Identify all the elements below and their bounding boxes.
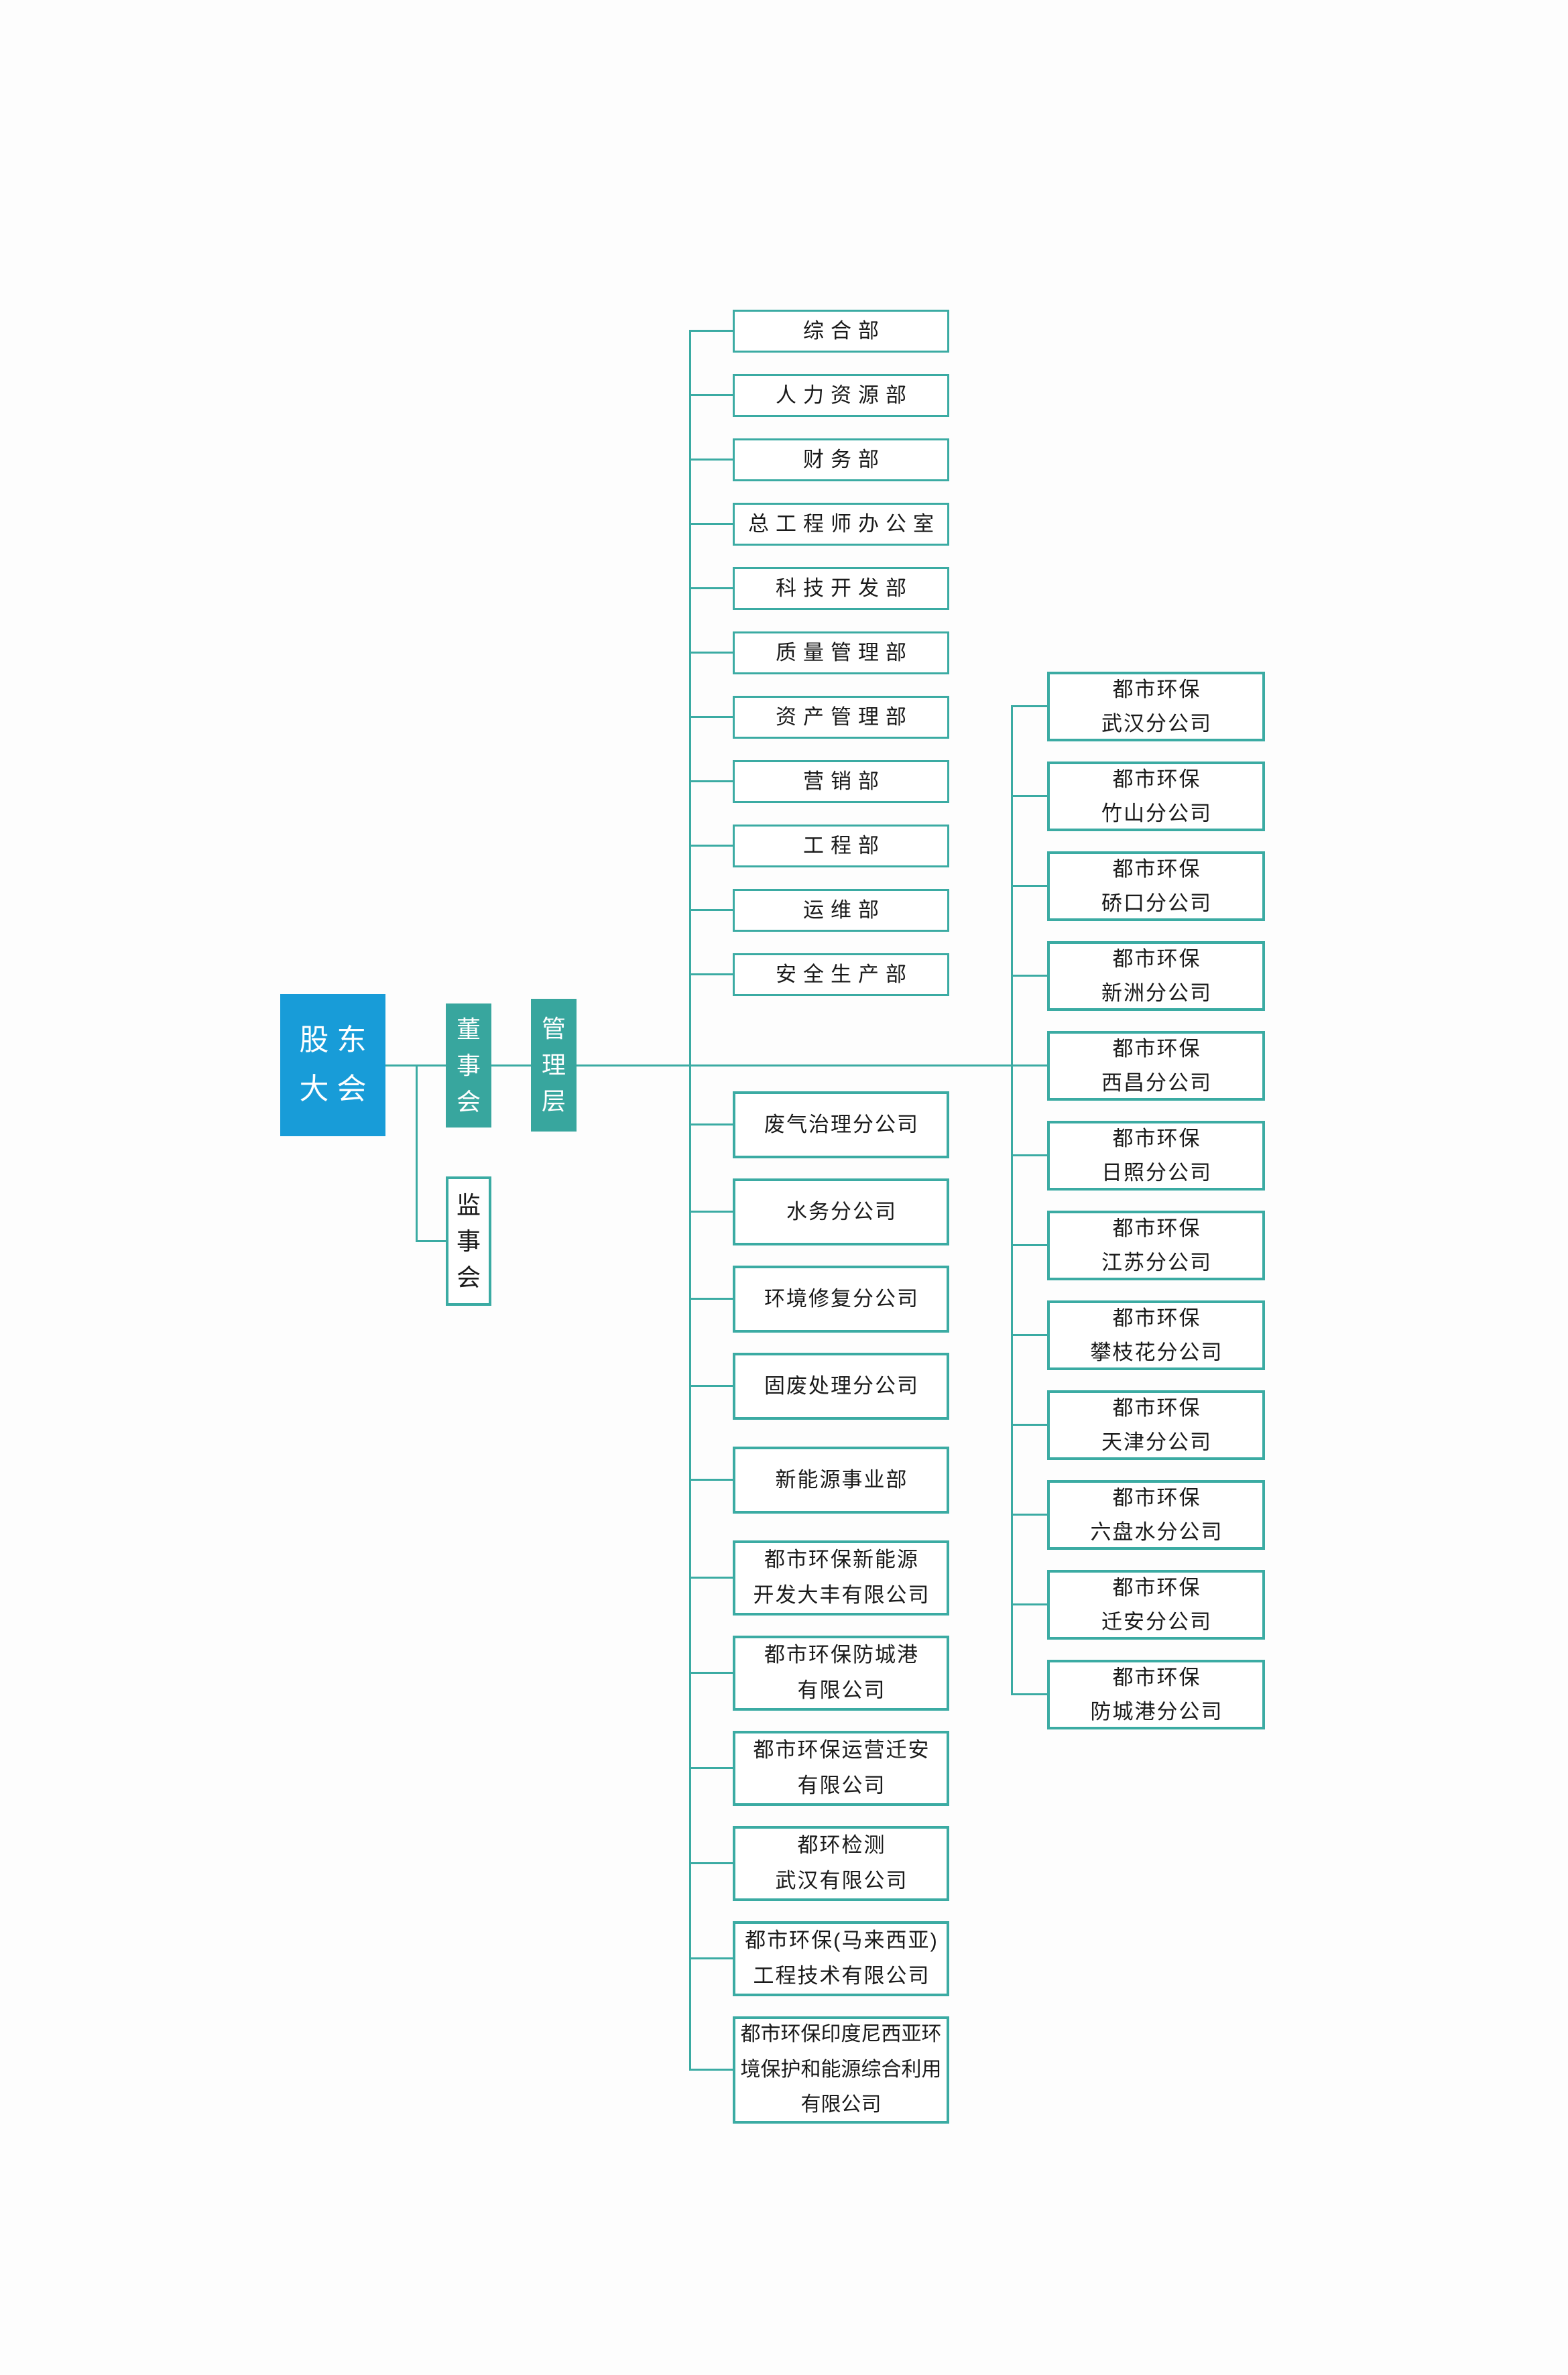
stub-line: [689, 1862, 733, 1864]
branch-drop-supervisory: [416, 1064, 418, 1242]
board-box: 董 事 会: [446, 1003, 491, 1128]
elbow-supervisory: [416, 1240, 446, 1242]
branch-box: 都市环保 西昌分公司: [1047, 1031, 1265, 1101]
spine-board-management: [491, 1064, 531, 1067]
subsidiary-box: 都市环保运营迁安 有限公司: [733, 1731, 949, 1806]
branch-box: 都市环保 防城港分公司: [1047, 1660, 1265, 1729]
stub-line: [689, 973, 733, 975]
stub-line: [689, 1577, 733, 1579]
branch-box: 都市环保 攀枝花分公司: [1047, 1300, 1265, 1370]
dept-box: 人力资源部: [733, 374, 949, 417]
stub-line: [689, 587, 733, 589]
stub-line: [689, 1767, 733, 1769]
stub-line: [689, 845, 733, 847]
shareholders-box: 股东 大会: [280, 994, 385, 1136]
stub-line: [689, 523, 733, 525]
subsidiary-box: 都市环保印度尼西亚环 境保护和能源综合利用 有限公司: [733, 2016, 949, 2124]
dept-box: 财务部: [733, 438, 949, 481]
trunk-right: [1011, 705, 1013, 1695]
stub-line: [689, 1957, 733, 1959]
stub-line: [689, 2069, 733, 2071]
dept-box: 营销部: [733, 760, 949, 803]
stub-line: [689, 394, 733, 396]
supervisory-box: 监 事 会: [446, 1176, 491, 1306]
stub-line: [1011, 1693, 1047, 1695]
stub-line: [689, 652, 733, 654]
stub-line: [1011, 1334, 1047, 1336]
stub-line: [1011, 1064, 1047, 1067]
subsidiary-box: 环境修复分公司: [733, 1266, 949, 1333]
stub-line: [689, 1479, 733, 1481]
stub-line: [689, 459, 733, 461]
stub-line: [1011, 885, 1047, 887]
stub-line: [689, 1123, 733, 1125]
stub-line: [689, 716, 733, 718]
stub-line: [1011, 1244, 1047, 1246]
stub-line: [689, 909, 733, 911]
stub-line: [1011, 1603, 1047, 1605]
stub-line: [689, 780, 733, 782]
subsidiary-box: 废气治理分公司: [733, 1091, 949, 1158]
stub-line: [1011, 975, 1047, 977]
stub-line: [1011, 1154, 1047, 1156]
dept-box: 质量管理部: [733, 631, 949, 674]
branch-box: 都市环保 六盘水分公司: [1047, 1480, 1265, 1550]
branch-box: 都市环保 日照分公司: [1047, 1121, 1265, 1191]
branch-box: 都市环保 新洲分公司: [1047, 941, 1265, 1011]
stub-line: [689, 1298, 733, 1300]
branch-box: 都市环保 硚口分公司: [1047, 851, 1265, 921]
trunk-middle: [689, 330, 691, 2071]
dept-box: 科技开发部: [733, 567, 949, 610]
dept-box: 运维部: [733, 889, 949, 932]
stub-line: [689, 1672, 733, 1674]
stub-line: [1011, 795, 1047, 797]
subsidiary-box: 都市环保防城港 有限公司: [733, 1636, 949, 1711]
branch-box: 都市环保 竹山分公司: [1047, 762, 1265, 831]
stub-line: [689, 1211, 733, 1213]
stub-line: [689, 330, 733, 332]
subsidiary-box: 都环检测 武汉有限公司: [733, 1826, 949, 1901]
stub-line: [1011, 1424, 1047, 1426]
dept-box: 工程部: [733, 825, 949, 867]
stub-line: [1011, 705, 1047, 707]
dept-box: 综合部: [733, 310, 949, 353]
subsidiary-box: 固废处理分公司: [733, 1353, 949, 1420]
spine-management-right: [577, 1064, 1047, 1067]
dept-box: 总工程师办公室: [733, 503, 949, 546]
branch-box: 都市环保 天津分公司: [1047, 1390, 1265, 1460]
stub-line: [689, 1385, 733, 1387]
stub-line: [1011, 1514, 1047, 1516]
management-box: 管 理 层: [531, 999, 577, 1132]
branch-box: 都市环保 江苏分公司: [1047, 1211, 1265, 1280]
subsidiary-box: 都市环保新能源 开发大丰有限公司: [733, 1540, 949, 1616]
branch-box: 都市环保 武汉分公司: [1047, 672, 1265, 741]
subsidiary-box: 都市环保(马来西亚) 工程技术有限公司: [733, 1921, 949, 1996]
dept-box: 安全生产部: [733, 953, 949, 996]
subsidiary-box: 水务分公司: [733, 1178, 949, 1245]
subsidiary-box: 新能源事业部: [733, 1447, 949, 1514]
branch-box: 都市环保 迁安分公司: [1047, 1570, 1265, 1640]
dept-box: 资产管理部: [733, 696, 949, 739]
